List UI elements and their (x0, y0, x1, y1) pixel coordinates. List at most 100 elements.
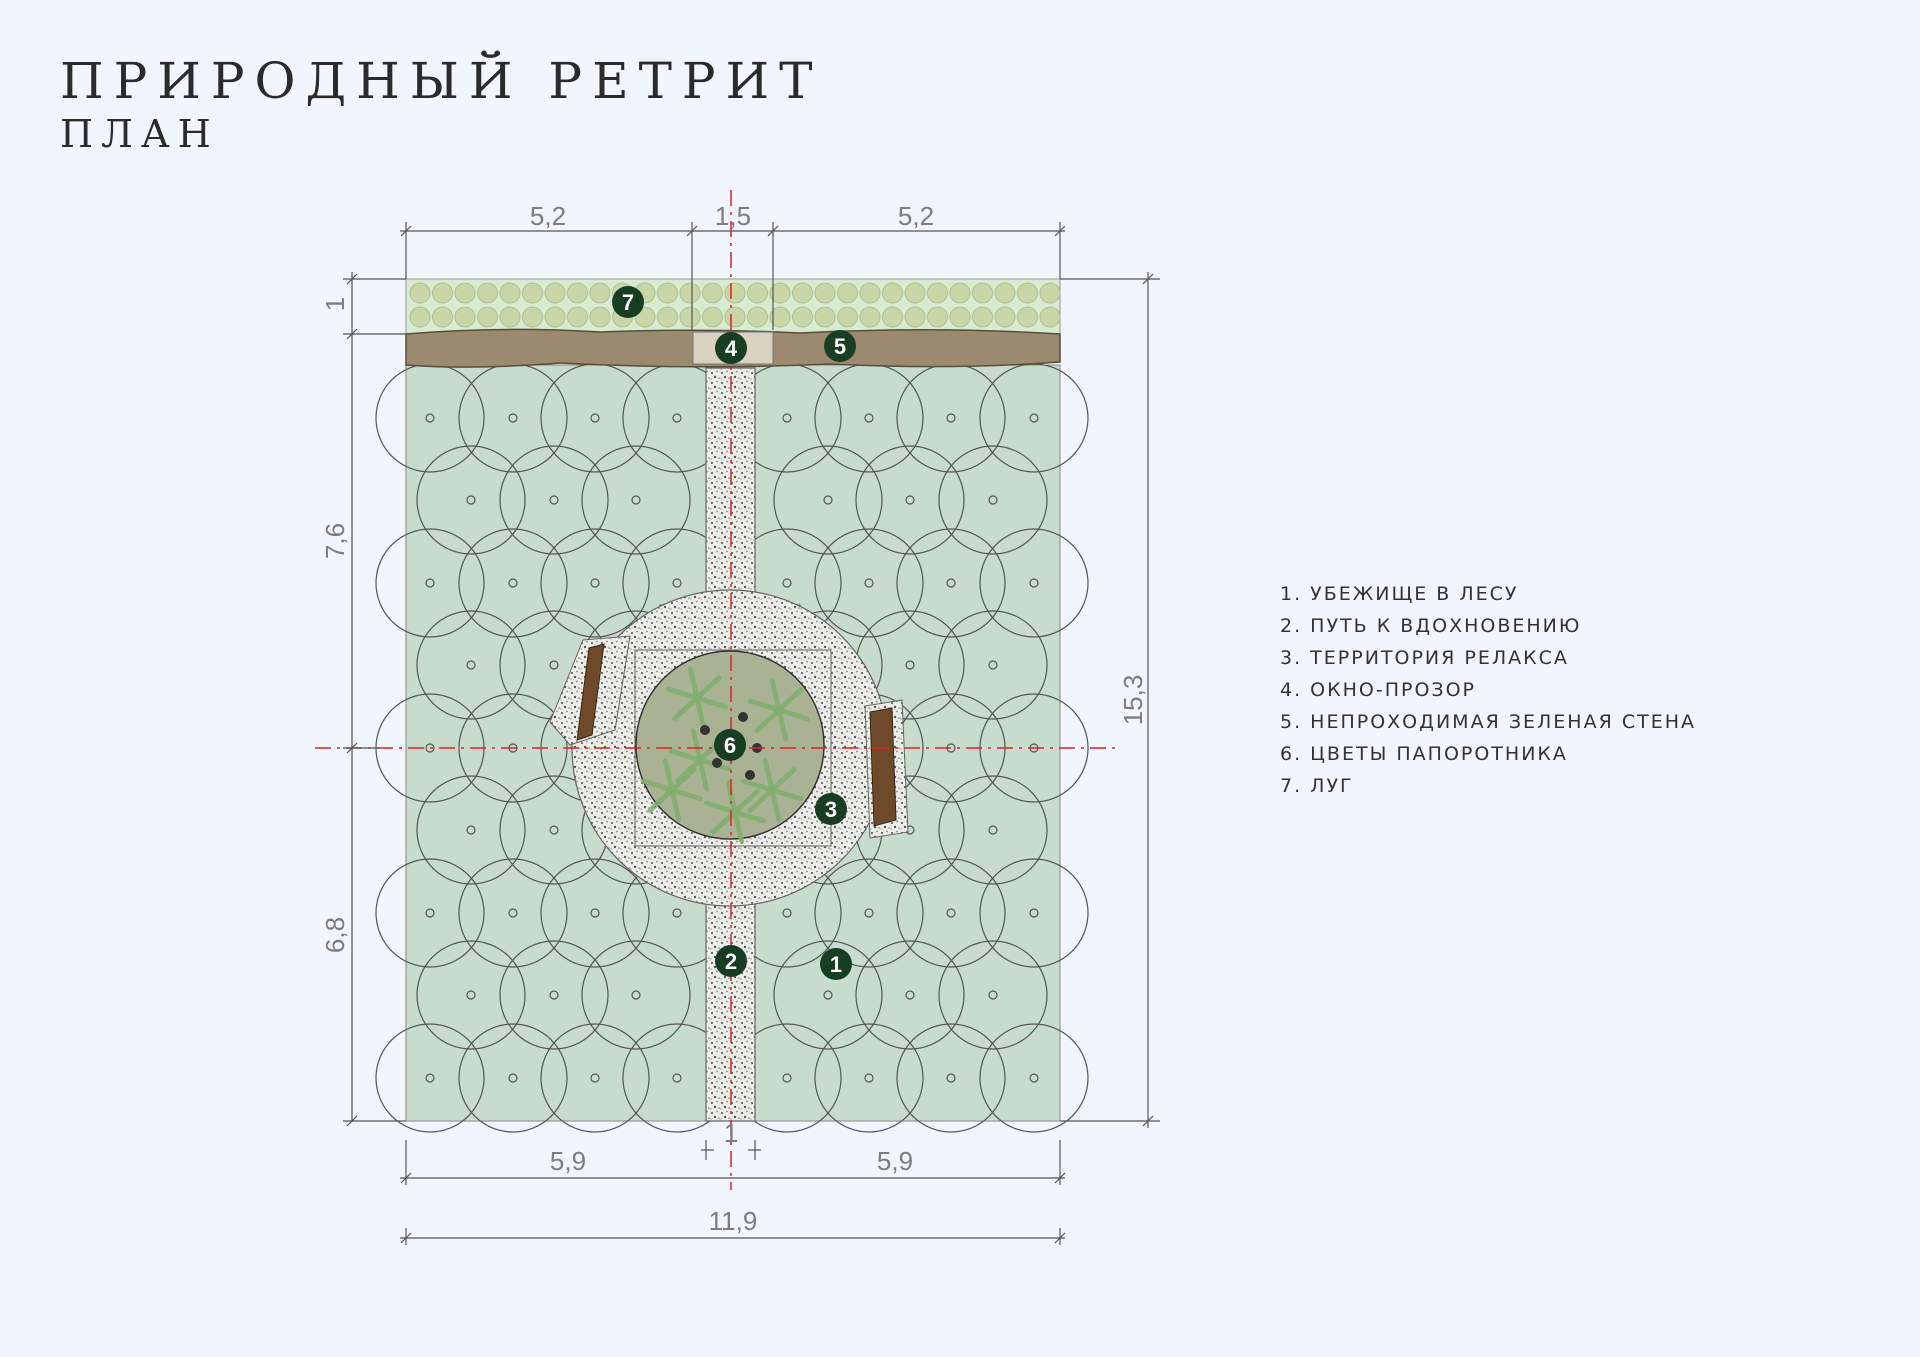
tree-trunk (905, 495, 915, 505)
tree-trunk (782, 413, 792, 423)
meadow-clump (814, 306, 836, 328)
meadow-clump (409, 306, 431, 328)
tree-trunk (590, 578, 600, 588)
legend-item: 5. НЕПРОХОДИМАЯ ЗЕЛЕНАЯ СТЕНА (1280, 711, 1696, 733)
meadow-clump (589, 306, 611, 328)
meadow-clump (499, 306, 521, 328)
tree-canopy (416, 445, 526, 555)
tree-trunk (946, 908, 956, 918)
meadow-clump (454, 306, 476, 328)
dim-bottom-right: 5,9 (877, 1146, 913, 1176)
tree-canopy (416, 610, 526, 720)
legend-item: 6. ЦВЕТЫ ПАПОРОТНИКА (1280, 743, 1568, 765)
fern-rosette (747, 678, 811, 742)
meadow-clump (702, 306, 723, 328)
tree-canopy (540, 1023, 650, 1133)
dim-left-upper: 7,6 (320, 523, 350, 559)
tree-trunk (466, 990, 476, 1000)
tree-trunk (905, 990, 915, 1000)
dim-left-top: 1 (320, 297, 350, 311)
meadow-clump (432, 306, 453, 328)
meadow-clump (724, 306, 746, 328)
page-subtitle: ПЛАН (60, 112, 219, 156)
tree-canopy (979, 858, 1089, 968)
meadow-clump (814, 282, 836, 304)
marker-7: 7 (612, 286, 644, 318)
meadow-clump (657, 282, 678, 304)
tree-canopy (938, 775, 1048, 885)
tree-canopy (938, 940, 1048, 1050)
legend-item: 1. УБЕЖИЩЕ В ЛЕСУ (1280, 583, 1519, 605)
dim-left-lower: 6,8 (320, 917, 350, 953)
tree-canopy (814, 528, 924, 638)
meadow-clump (544, 306, 566, 328)
tree-canopy (773, 940, 883, 1050)
tree-canopy (855, 445, 965, 555)
tree-trunk (823, 990, 833, 1000)
meadow-clump (747, 306, 768, 328)
meadow-clump (1039, 306, 1061, 328)
meadow-clump (859, 306, 881, 328)
tree-trunk (946, 578, 956, 588)
dim-top-center: 1,5 (715, 201, 751, 231)
tree-trunk (508, 578, 518, 588)
meadow-clump (792, 282, 813, 304)
tree-trunk (672, 908, 682, 918)
meadow-clump (1039, 282, 1061, 304)
tree-canopy (896, 858, 1006, 968)
tree-trunk (672, 1073, 682, 1083)
marker-3: 3 (815, 793, 847, 825)
svg-text:1: 1 (830, 952, 842, 977)
tree-trunk (508, 908, 518, 918)
marker-1: 1 (820, 948, 852, 980)
tree-trunk (425, 743, 435, 753)
meadow-clump (544, 282, 566, 304)
meadow-clump (679, 306, 701, 328)
dim-top-right: 5,2 (898, 201, 934, 231)
dim-bottom-left: 5,9 (550, 1146, 586, 1176)
meadow-clump (994, 306, 1016, 328)
tree-canopy (896, 528, 1006, 638)
tree-trunk (466, 660, 476, 670)
meadow-clump (522, 282, 543, 304)
marker-6: 6 (714, 729, 746, 761)
meadow-clump (972, 306, 993, 328)
tree-canopy (979, 1023, 1089, 1133)
meadow-clump (499, 282, 521, 304)
tree-trunk (672, 413, 682, 423)
meadow-clump (589, 282, 611, 304)
meadow-clump (454, 282, 476, 304)
meadow-clump (769, 282, 791, 304)
meadow-clump (972, 282, 993, 304)
meadow-clump (567, 282, 588, 304)
tree-trunk (946, 1073, 956, 1083)
tree-trunk (466, 825, 476, 835)
tree-trunk (1029, 578, 1039, 588)
tree-trunk (549, 660, 559, 670)
svg-text:5: 5 (834, 334, 846, 359)
tree-canopy (896, 1023, 1006, 1133)
fern-rosette (665, 666, 729, 730)
meadow-clump (409, 282, 431, 304)
tree-trunk (905, 660, 915, 670)
tree-trunk (425, 413, 435, 423)
dim-right-total: 15,3 (1118, 675, 1148, 726)
tree-trunk (549, 825, 559, 835)
tree-trunk (864, 578, 874, 588)
meadow-clump (837, 282, 858, 304)
tree-canopy (855, 940, 965, 1050)
svg-text:3: 3 (825, 797, 837, 822)
svg-text:6: 6 (724, 733, 736, 758)
legend-item: 3. ТЕРРИТОРИЯ РЕЛАКСА (1280, 647, 1569, 669)
tree-canopy (416, 775, 526, 885)
page-title: ПРИРОДНЫЙ РЕТРИТ (60, 52, 823, 110)
fern-flowers (700, 712, 762, 780)
meadow-clump (882, 282, 903, 304)
tree-trunk (988, 825, 998, 835)
tree-trunk (425, 908, 435, 918)
legend: 1. УБЕЖИЩЕ В ЛЕСУ 2. ПУТЬ К ВДОХНОВЕНИЮ … (1280, 578, 1696, 802)
meadow-clump (927, 282, 948, 304)
legend-item: 7. ЛУГ (1280, 775, 1354, 797)
meadow-clump (859, 282, 881, 304)
svg-text:7: 7 (622, 290, 634, 315)
